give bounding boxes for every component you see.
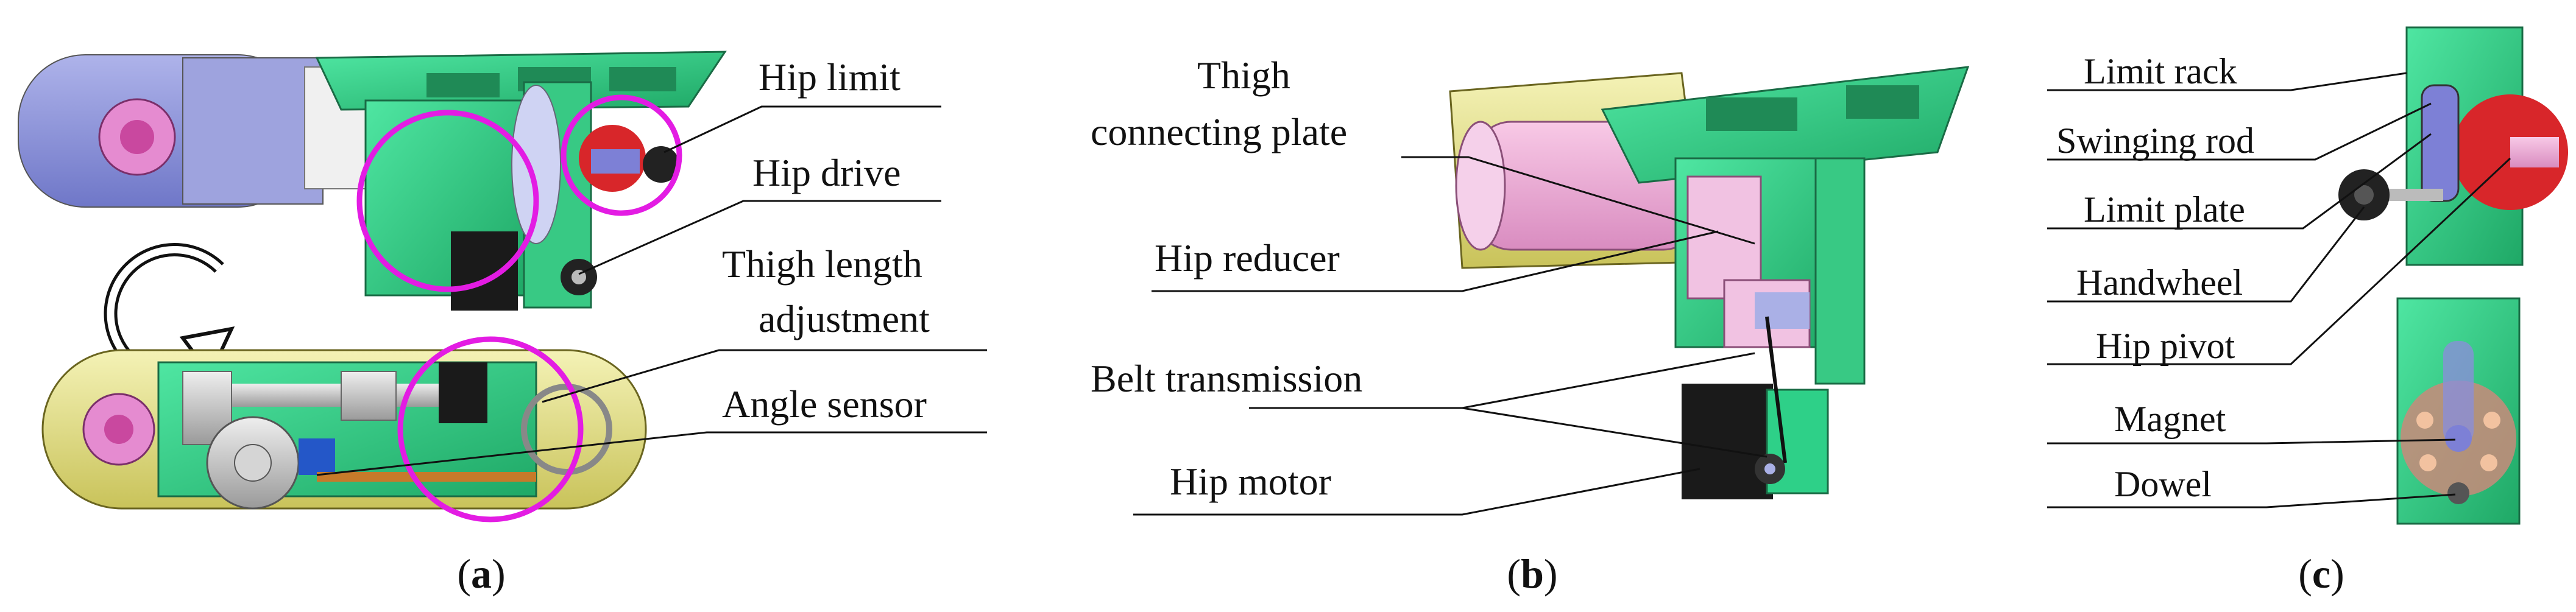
- caption-a: (a): [457, 550, 505, 597]
- panel-a-lower-assembly: [41, 349, 647, 510]
- label-hip-limit: Hip limit: [759, 55, 901, 99]
- label-angle-sensor: Angle sensor: [722, 382, 927, 426]
- label-limit-rack: Limit rack: [2084, 51, 2237, 91]
- panel-c-lower-view: [2396, 297, 2521, 525]
- caption-c: (c): [2298, 550, 2344, 597]
- label-swinging-rod: Swinging rod: [2056, 121, 2254, 161]
- label-hip-drive: Hip drive: [752, 151, 901, 194]
- highlight-circle-thigh-length: [397, 336, 584, 522]
- panel-c-upper-view: [2338, 26, 2568, 266]
- panel-a-leader-lines: [316, 105, 987, 476]
- panel-b-assembly: [1449, 66, 1970, 499]
- label-hip-pivot: Hip pivot: [2096, 326, 2235, 366]
- caption-b: (b): [1507, 550, 1557, 597]
- panel-b: Thigh connecting plate Hip reducer Belt …: [1091, 54, 1970, 597]
- panel-a: Hip limit Hip drive Thigh length adjustm…: [18, 51, 987, 597]
- label-limit-plate: Limit plate: [2084, 189, 2245, 230]
- panel-c-leader-lines: [2047, 72, 2511, 508]
- panel-b-leader-lines: [1133, 156, 1767, 516]
- label-thigh-length-line2: adjustment: [759, 297, 930, 340]
- label-thigh-length-line1: Thigh length: [722, 242, 922, 286]
- label-hip-motor: Hip motor: [1170, 460, 1331, 503]
- label-dowel: Dowel: [2114, 464, 2212, 504]
- highlight-circle-hip-limit: [561, 94, 682, 216]
- label-magnet: Magnet: [2114, 399, 2226, 439]
- label-belt-transmission: Belt transmission: [1091, 357, 1362, 400]
- label-handwheel: Handwheel: [2076, 262, 2243, 303]
- label-hip-reducer: Hip reducer: [1155, 236, 1340, 280]
- panel-c: Limit rack Swinging rod Limit plate Hand…: [2047, 26, 2568, 597]
- label-thigh-line1: Thigh: [1197, 54, 1290, 97]
- highlight-circle-hip-drive: [356, 110, 539, 292]
- label-thigh-line2: connecting plate: [1091, 110, 1347, 153]
